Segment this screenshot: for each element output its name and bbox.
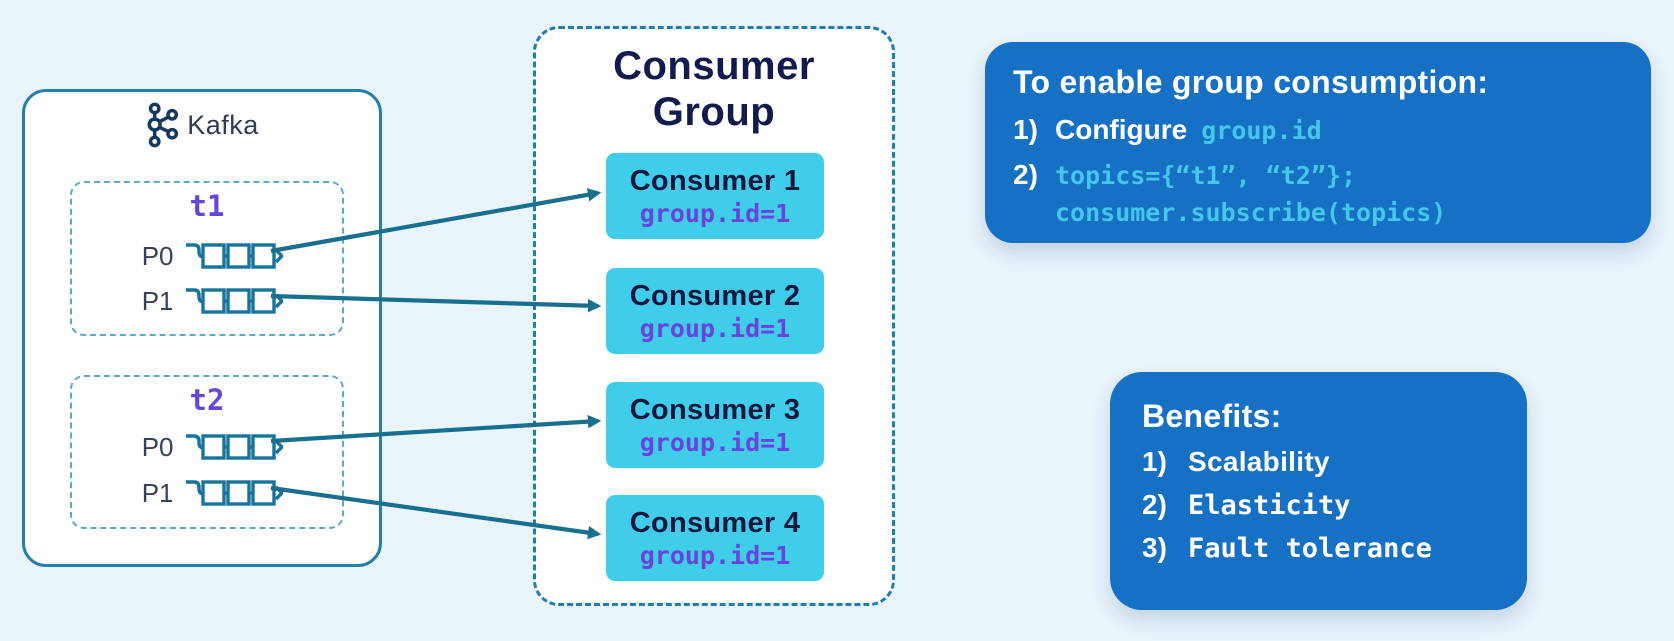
step-label: Configure <box>1055 114 1188 145</box>
kafka-broker-panel: Kafka t1 P0 P1 <box>22 89 382 567</box>
step-number: 2) <box>1013 159 1038 190</box>
step-code-line: consumer.subscribe(topics) <box>1055 198 1447 227</box>
partition-row-t1-p0: P0 <box>72 238 342 274</box>
consumer-card-1: Consumer 1 group.id=1 <box>606 153 824 239</box>
benefit-item-2: 2) Elasticity <box>1142 489 1527 521</box>
partition-label: P1 <box>141 285 174 316</box>
partition-queue-icon <box>185 288 283 314</box>
benefit-number: 2) <box>1142 489 1167 520</box>
topic-title-t1: t1 <box>189 189 225 223</box>
benefit-label: Scalability <box>1188 446 1330 477</box>
kafka-logo-icon <box>147 102 179 148</box>
enable-callout-title: To enable group consumption: <box>1013 64 1489 100</box>
partition-row-t1-p1: P1 <box>72 283 342 319</box>
consumer-config: group.id=1 <box>639 313 791 343</box>
partition-label: P1 <box>141 477 174 508</box>
consumer-card-3: Consumer 3 group.id=1 <box>606 382 824 468</box>
benefit-number: 3) <box>1142 532 1167 563</box>
topic-box-t1: t1 P0 P1 <box>70 181 344 336</box>
step-number: 1) <box>1013 114 1038 145</box>
benefit-label: Elasticity <box>1188 490 1351 521</box>
topic-box-t2: t2 P0 P1 <box>70 375 344 529</box>
partition-row-t2-p0: P0 <box>72 429 342 465</box>
consumer-name: Consumer 3 <box>629 393 801 426</box>
enable-group-consumption-callout: To enable group consumption: 1) Configur… <box>985 42 1651 243</box>
consumer-name: Consumer 4 <box>629 506 801 539</box>
benefit-item-3: 3) Fault tolerance <box>1142 532 1527 564</box>
consumer-config: group.id=1 <box>639 540 791 570</box>
step-code-line: topics={“t1”, “t2”}; <box>1055 161 1357 190</box>
consumer-card-2: Consumer 2 group.id=1 <box>606 268 824 354</box>
enable-step-1: 1) Configure group.id <box>1013 114 1651 146</box>
step-code: group.id <box>1201 116 1322 145</box>
kafka-brand-label: Kafka <box>187 109 259 140</box>
benefit-number: 1) <box>1142 446 1167 477</box>
partition-queue-icon <box>185 434 283 460</box>
benefit-label: Fault tolerance <box>1188 533 1432 564</box>
consumer-card-4: Consumer 4 group.id=1 <box>606 495 824 581</box>
consumer-group-title: Consumer Group <box>613 44 815 134</box>
partition-row-t2-p1: P1 <box>72 475 342 511</box>
benefit-item-1: 1) Scalability <box>1142 446 1527 478</box>
enable-step-2: 2) topics={“t1”, “t2”}; consumer.subscri… <box>1013 159 1651 227</box>
consumer-group-panel: Consumer Group Consumer 1 group.id=1 Con… <box>533 26 895 606</box>
consumer-name: Consumer 1 <box>629 164 801 197</box>
topic-title-t2: t2 <box>189 383 225 417</box>
partition-queue-icon <box>185 243 283 269</box>
consumer-config: group.id=1 <box>639 427 791 457</box>
consumer-config: group.id=1 <box>639 198 791 228</box>
benefits-callout: Benefits: 1) Scalability 2) Elasticity 3… <box>1110 372 1527 610</box>
partition-label: P0 <box>141 431 174 462</box>
partition-label: P0 <box>141 240 174 271</box>
benefits-title: Benefits: <box>1142 398 1282 434</box>
consumer-name: Consumer 2 <box>629 279 801 312</box>
kafka-brand: Kafka <box>25 102 379 148</box>
step-code-block: topics={“t1”, “t2”}; consumer.subscribe(… <box>1055 161 1446 227</box>
partition-queue-icon <box>185 480 283 506</box>
